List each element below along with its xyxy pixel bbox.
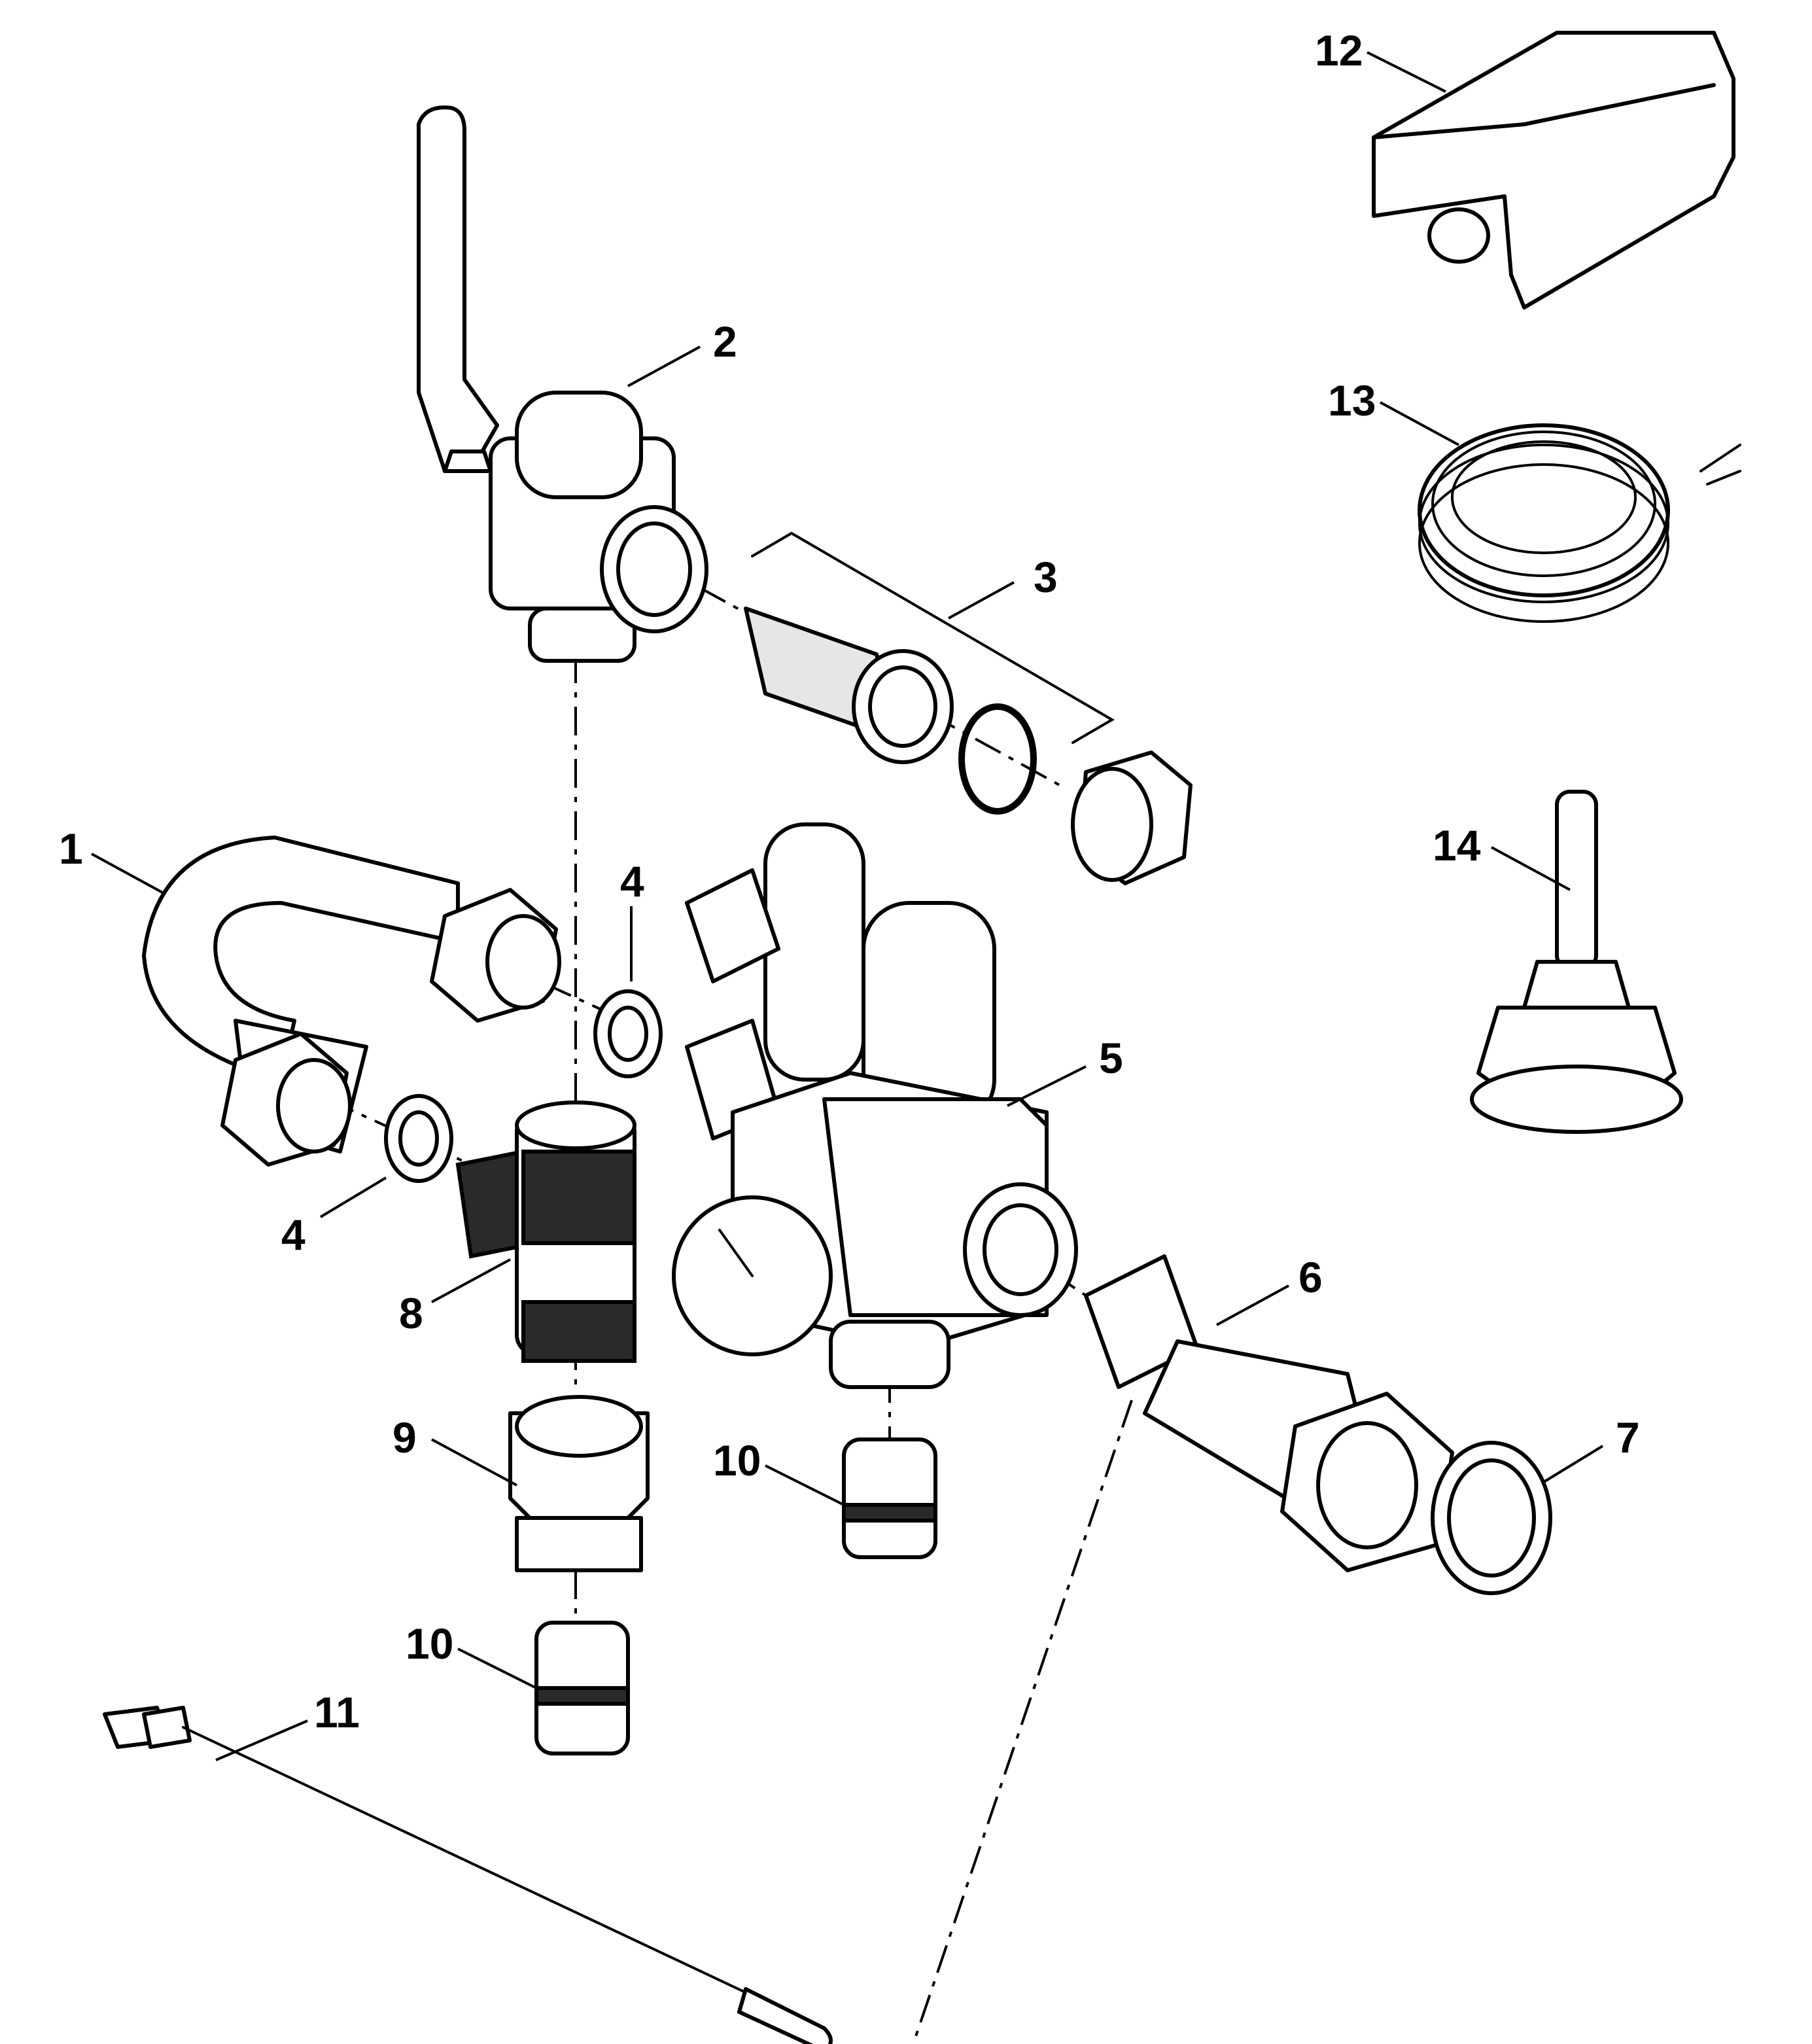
part-12-cover-cap [1372,31,1735,309]
callout-labels: 1 2 3 4 4 5 6 7 8 9 10 10 11 12 13 14 [59,26,1640,1736]
callout-6: 6 [1298,1253,1323,1301]
part-1-flex-hose [142,836,561,1167]
callout-14: 14 [1433,821,1481,870]
part-13-cable-coil [1418,423,1741,623]
part-14-sensor-well [1470,790,1683,1134]
callout-2: 2 [713,317,737,366]
callout-10-left: 10 [406,1619,453,1668]
callout-3: 3 [1034,553,1058,601]
part-8-tee-fitting [455,1101,636,1363]
callout-4-top: 4 [620,857,644,906]
callout-1: 1 [59,824,83,873]
part-10-sleeves [534,1437,937,1755]
callout-10-right: 10 [713,1436,761,1485]
callout-13: 13 [1328,376,1376,425]
part-6-elbow [1084,1254,1454,1572]
callout-7: 7 [1616,1413,1640,1462]
part-2-ball-valve [417,105,708,663]
part-3-strainer-set [744,531,1193,885]
part-4-washers [384,989,663,1183]
callout-5: 5 [1099,1034,1123,1082]
part-7-gasket [1431,1441,1552,1595]
callout-11: 11 [314,1688,360,1736]
leader-lines [91,51,1604,1761]
part-11-sensor-cable [103,1706,833,2044]
callout-8: 8 [399,1289,423,1337]
callout-4-bottom: 4 [281,1210,305,1259]
part-5-manifold-block [672,822,1078,1389]
callout-9: 9 [392,1413,417,1462]
part-9-hex-nipple [508,1395,650,1572]
callout-12: 12 [1315,26,1363,75]
